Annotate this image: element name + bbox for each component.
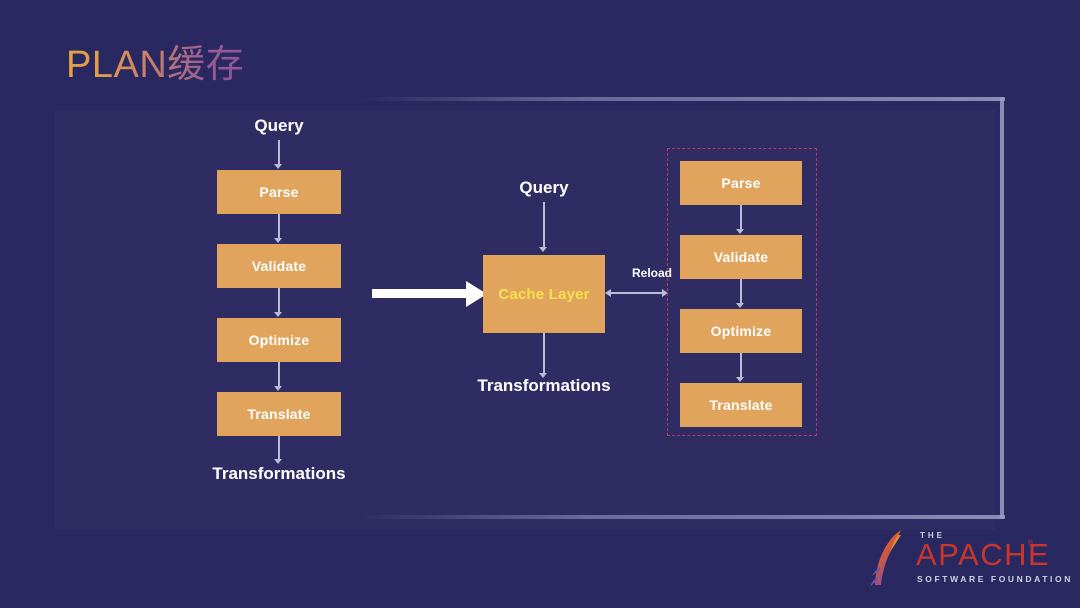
left-step-parse[interactable]: Parse (217, 170, 341, 214)
connector-arrow-left-4 (274, 459, 282, 464)
logo-tagline-text: SOFTWARE FOUNDATION (917, 574, 1073, 584)
connector-mid-0 (543, 202, 545, 248)
connector-right-0 (740, 205, 742, 230)
apache-foundation-logo: THE APACHE ® SOFTWARE FOUNDATION (868, 527, 1070, 591)
frame-border-right (1000, 97, 1004, 519)
connector-left-2 (278, 288, 280, 313)
connector-mid-1 (543, 333, 545, 374)
logo-apache-text: APACHE (916, 537, 1051, 572)
connector-left-4 (278, 436, 280, 460)
connector-arrow-mid-1 (539, 373, 547, 378)
left-flow-output-label: Transformations (212, 464, 346, 483)
connector-arrow-mid-0 (539, 247, 547, 252)
left-flow-input-label: Query (254, 116, 304, 135)
right-step-parse[interactable]: Parse (680, 161, 802, 205)
right-step-validate[interactable]: Validate (680, 235, 802, 279)
frame-border-top (360, 97, 1005, 101)
connector-arrow-left-0 (274, 164, 282, 169)
reload-arrow-right (662, 289, 668, 297)
connector-arrow-left-3 (274, 386, 282, 391)
left-step-optimize[interactable]: Optimize (217, 318, 341, 362)
reload-arrow-left (605, 289, 611, 297)
transition-arrow-shaft (372, 289, 470, 298)
connector-arrow-right-1 (736, 303, 744, 308)
connector-left-0 (278, 140, 280, 165)
cache-layer-box[interactable]: Cache Layer (483, 255, 605, 333)
connector-arrow-right-2 (736, 377, 744, 382)
left-step-validate[interactable]: Validate (217, 244, 341, 288)
left-step-translate[interactable]: Translate (217, 392, 341, 436)
right-step-optimize[interactable]: Optimize (680, 309, 802, 353)
logo-registered-mark: ® (1028, 540, 1034, 547)
cached-plan-group (667, 148, 817, 436)
connector-left-1 (278, 214, 280, 239)
reload-connector (611, 292, 663, 294)
connector-left-3 (278, 362, 280, 387)
apache-feather-icon (870, 530, 901, 587)
right-step-translate[interactable]: Translate (680, 383, 802, 427)
middle-flow-output-label: Transformations (477, 376, 611, 395)
middle-flow-input-label: Query (519, 178, 569, 197)
connector-right-1 (740, 279, 742, 304)
connector-arrow-right-0 (736, 229, 744, 234)
connector-arrow-left-1 (274, 238, 282, 243)
reload-label: Reload (631, 266, 672, 280)
frame-border-bottom (360, 515, 1005, 519)
transition-arrow-head (466, 281, 487, 307)
page-title: PLAN缓存 (66, 33, 244, 88)
logo-the-text: THE (920, 531, 945, 540)
connector-arrow-left-2 (274, 312, 282, 317)
connector-right-2 (740, 353, 742, 378)
